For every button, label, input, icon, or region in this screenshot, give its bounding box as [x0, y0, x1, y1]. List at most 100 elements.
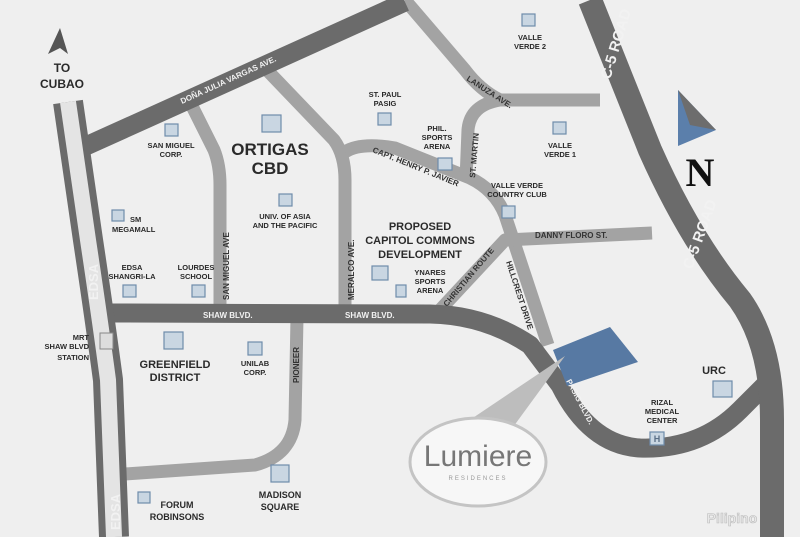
label-meralco: MERALCO AVE.: [347, 240, 356, 300]
district-ortigas: ORTIGAS CBD: [231, 114, 309, 178]
landmark-madison-square: MADISON SQUARE: [259, 464, 302, 512]
svg-text:VALLE: VALLE: [548, 141, 572, 150]
compass: N: [678, 90, 716, 195]
svg-text:URC: URC: [702, 365, 726, 377]
landmark-unilab: UNILAB CORP.: [241, 341, 270, 377]
svg-text:CUBAO: CUBAO: [40, 77, 84, 91]
landmark-edsa-shangri-la: EDSA SHANGRI-LA: [108, 263, 156, 298]
north-label: N: [686, 150, 715, 195]
major-roads: [53, 0, 784, 537]
logo-name: Lumiere: [424, 440, 532, 473]
landmark-sm-megamall: SM MEGAMALL: [111, 209, 156, 234]
svg-text:CORP.: CORP.: [244, 368, 267, 377]
up-arrow-icon: [48, 28, 68, 54]
lumiere-callout[interactable]: Lumiere RESIDENCES: [408, 356, 565, 508]
svg-text:MADISON: MADISON: [259, 490, 302, 500]
landmark-uap: UNIV. OF ASIA AND THE PACIFIC: [253, 193, 318, 230]
svg-text:SHANGRI-LA: SHANGRI-LA: [108, 272, 156, 281]
svg-text:GREENFIELD: GREENFIELD: [140, 359, 211, 371]
svg-text:ROBINSONS: ROBINSONS: [150, 512, 205, 522]
svg-text:CENTER: CENTER: [647, 416, 678, 425]
svg-text:STATION: STATION: [57, 353, 89, 362]
logo-tagline: RESIDENCES: [448, 476, 507, 482]
train-icon: [99, 332, 114, 350]
landmark-rizal-medical: RIZAL MEDICAL CENTER H: [645, 398, 680, 446]
building-icon: [261, 114, 282, 133]
label-pioneer: PIONEER: [292, 347, 301, 383]
svg-text:EDSA: EDSA: [122, 263, 143, 272]
svg-text:VERDE 1: VERDE 1: [544, 150, 576, 159]
label-danny-floro: DANNY FLORO ST.: [535, 231, 607, 240]
landmark-forum-robinsons: FORUM ROBINSONS: [137, 491, 205, 522]
label-edsa: EDSA: [86, 263, 101, 300]
landmark-lourdes-school: LOURDES SCHOOL: [178, 263, 215, 298]
svg-text:RIZAL: RIZAL: [651, 398, 673, 407]
svg-text:SCHOOL: SCHOOL: [180, 272, 213, 281]
svg-text:PHIL.: PHIL.: [427, 124, 446, 133]
svg-text:SAN MIGUEL: SAN MIGUEL: [147, 141, 195, 150]
svg-text:ORTIGAS: ORTIGAS: [231, 140, 308, 159]
svg-text:CAPITOL COMMONS: CAPITOL COMMONS: [365, 235, 475, 247]
minor-roads: [124, 0, 653, 481]
svg-text:CBD: CBD: [252, 159, 289, 178]
lumiere-site[interactable]: [553, 327, 638, 386]
road-edsa-center: [60, 100, 122, 537]
svg-text:PROPOSED: PROPOSED: [389, 221, 451, 233]
label-san-miguel: SAN MIGUEL AVE: [222, 231, 231, 300]
road-shaw-pasig: [107, 303, 772, 458]
label-edsa-bottom: EDSA: [108, 493, 123, 530]
svg-text:CORP.: CORP.: [160, 150, 183, 159]
svg-text:DISTRICT: DISTRICT: [150, 372, 201, 384]
svg-text:SQUARE: SQUARE: [261, 502, 300, 512]
landmark-san-miguel-corp: SAN MIGUEL CORP.: [147, 123, 195, 159]
road-c5: [578, 0, 784, 537]
svg-text:SM: SM: [130, 215, 141, 224]
landmark-ynares: YNARES SPORTS ARENA: [395, 268, 446, 298]
svg-text:YNARES: YNARES: [414, 268, 445, 277]
svg-text:AND THE PACIFIC: AND THE PACIFIC: [253, 221, 318, 230]
landmark-phil-sports-arena: PHIL. SPORTS ARENA: [422, 124, 453, 171]
to-cubao: TO CUBAO: [40, 28, 84, 91]
landmark-urc: URC: [702, 365, 733, 398]
landmark-valle-verde-country-club: VALLE VERDE COUNTRY CLUB: [487, 181, 547, 219]
landmark-valle-verde-2: VALLE VERDE 2: [514, 13, 546, 51]
road-st-martin: [459, 93, 502, 181]
district-capitol: PROPOSED CAPITOL COMMONS DEVELOPMENT: [365, 221, 475, 281]
svg-text:LOURDES: LOURDES: [178, 263, 215, 272]
svg-text:ARENA: ARENA: [417, 286, 444, 295]
svg-text:VALLE VERDE: VALLE VERDE: [491, 181, 543, 190]
svg-text:ST. PAUL: ST. PAUL: [369, 90, 402, 99]
svg-text:UNIV. OF ASIA: UNIV. OF ASIA: [259, 212, 311, 221]
road-san-miguel: [184, 99, 227, 310]
landmark-st-paul: ST. PAUL PASIG: [369, 90, 402, 126]
building-icon: [163, 331, 184, 350]
svg-text:MRT: MRT: [73, 333, 90, 342]
road-pioneer: [124, 317, 304, 481]
svg-text:COUNTRY CLUB: COUNTRY CLUB: [487, 190, 547, 199]
svg-text:PASIG: PASIG: [374, 99, 397, 108]
svg-text:UNILAB: UNILAB: [241, 359, 270, 368]
road-meralco: [260, 63, 352, 310]
svg-text:FORUM: FORUM: [161, 500, 194, 510]
landmark-mrt-station: MRT SHAW BLVD STATION: [45, 332, 114, 362]
building-icon: [371, 265, 389, 281]
svg-text:VALLE: VALLE: [518, 33, 542, 42]
label-shaw-1: SHAW BLVD.: [203, 311, 253, 320]
road-christian-danny-floro: [433, 226, 653, 317]
svg-text:SPORTS: SPORTS: [415, 277, 446, 286]
district-greenfield: GREENFIELD DISTRICT: [140, 331, 211, 384]
svg-text:VERDE 2: VERDE 2: [514, 42, 546, 51]
watermark: Pilipino: [707, 510, 758, 526]
label-shaw-2: SHAW BLVD.: [345, 311, 395, 320]
svg-text:DEVELOPMENT: DEVELOPMENT: [378, 249, 462, 261]
svg-text:MEGAMALL: MEGAMALL: [112, 225, 156, 234]
svg-text:ARENA: ARENA: [424, 142, 451, 151]
svg-text:SPORTS: SPORTS: [422, 133, 453, 142]
landmark-valle-verde-1: VALLE VERDE 1: [544, 121, 576, 159]
label-st-martin: ST. MARTIN: [468, 132, 481, 178]
svg-text:TO: TO: [54, 61, 70, 75]
hospital-icon: H: [654, 434, 661, 444]
road-dona-julia: [82, 0, 409, 155]
svg-text:MEDICAL: MEDICAL: [645, 407, 680, 416]
